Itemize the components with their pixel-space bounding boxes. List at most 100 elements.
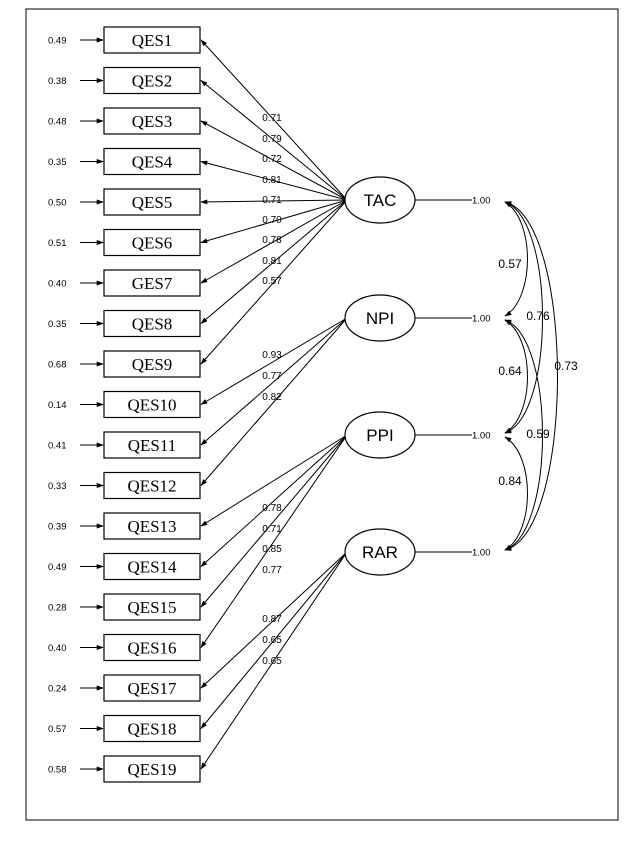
error-variance-label: 0.14 <box>48 400 67 411</box>
correlation-arc <box>504 201 558 551</box>
loading-label: 0.77 <box>262 565 282 576</box>
loading-label: 0.70 <box>262 215 282 226</box>
error-variance-label: 0.40 <box>48 643 67 654</box>
item-label: QES13 <box>127 517 176 536</box>
error-variance-label: 0.41 <box>48 441 67 452</box>
error-variance-label: 0.57 <box>48 724 67 735</box>
error-variance-label: 0.35 <box>48 157 67 168</box>
loading-label: 0.71 <box>262 195 282 206</box>
error-variance-label: 0.39 <box>48 522 67 533</box>
error-variance-label: 0.49 <box>48 562 67 573</box>
correlation-arc <box>504 319 528 434</box>
item-label: QES3 <box>132 112 173 131</box>
factor-label: PPI <box>366 426 393 445</box>
factor-variance-label: 1.00 <box>472 314 491 325</box>
nodes-layer <box>103 26 416 783</box>
error-variance-label: 0.48 <box>48 117 67 128</box>
loading-label: 0.87 <box>262 614 282 625</box>
loading-path <box>200 551 348 730</box>
paths-layer <box>80 37 558 772</box>
factor-label: TAC <box>364 191 397 210</box>
error-variance-label: 0.51 <box>48 238 67 249</box>
correlation-label: 0.76 <box>526 309 550 323</box>
loading-label: 0.71 <box>262 524 282 535</box>
diagram-frame <box>25 8 619 821</box>
error-variance-label: 0.38 <box>48 76 67 87</box>
item-label: QES11 <box>128 436 177 455</box>
loading-path <box>200 434 348 527</box>
item-label: QES16 <box>127 639 176 658</box>
item-box <box>103 309 201 338</box>
item-box <box>103 755 201 783</box>
error-variance-label: 0.35 <box>48 319 67 330</box>
item-label: QES5 <box>132 193 173 212</box>
loading-label: 0.78 <box>262 503 282 514</box>
item-box <box>103 512 201 540</box>
loading-path <box>200 317 348 405</box>
loading-label: 0.57 <box>262 276 282 287</box>
loading-label: 0.65 <box>262 656 282 667</box>
item-box <box>103 26 201 54</box>
loading-path <box>200 120 348 201</box>
correlation-label: 0.57 <box>498 257 522 271</box>
factor-ellipse <box>344 528 416 576</box>
loading-path <box>200 434 348 649</box>
item-label: QES4 <box>132 153 173 172</box>
loading-path <box>200 80 348 201</box>
item-label: GES7 <box>132 274 173 293</box>
error-variance-label: 0.28 <box>48 603 67 614</box>
item-label: QES10 <box>127 396 176 415</box>
loading-path <box>200 39 348 201</box>
loading-path <box>200 434 348 608</box>
item-label: QES6 <box>132 234 173 253</box>
item-box <box>103 107 201 135</box>
item-box <box>103 66 201 95</box>
loading-label: 0.77 <box>262 371 282 382</box>
item-label: QES12 <box>127 477 176 496</box>
correlation-arc <box>504 319 543 551</box>
correlation-arc <box>504 201 543 434</box>
item-box <box>103 431 201 459</box>
error-variance-label: 0.58 <box>48 765 67 776</box>
factor-ellipse <box>344 176 416 224</box>
item-label: QES9 <box>132 355 173 374</box>
loading-path <box>200 551 348 770</box>
correlation-arc <box>504 436 528 551</box>
item-label: QES14 <box>127 558 177 577</box>
loading-path <box>200 317 348 446</box>
item-box <box>103 471 201 500</box>
loading-label: 0.81 <box>262 175 282 186</box>
correlation-label: 0.73 <box>554 359 578 373</box>
loading-label: 0.93 <box>262 350 282 361</box>
error-variance-label: 0.68 <box>48 360 67 371</box>
loading-path <box>200 199 348 324</box>
item-label: QES19 <box>127 760 176 779</box>
item-box <box>103 188 201 216</box>
loading-path <box>200 199 348 284</box>
loading-path <box>200 160 348 201</box>
item-box <box>103 552 201 581</box>
loading-label: 0.79 <box>262 134 282 145</box>
loading-label: 0.85 <box>262 544 282 555</box>
error-variance-label: 0.49 <box>48 36 67 47</box>
item-box <box>103 633 201 662</box>
item-label: QES1 <box>132 31 173 50</box>
factor-variance-label: 1.00 <box>472 548 491 559</box>
item-box <box>103 714 201 743</box>
item-label: QES15 <box>127 598 176 617</box>
error-variance-label: 0.33 <box>48 481 67 492</box>
item-box <box>103 228 201 257</box>
item-box <box>103 147 201 176</box>
correlation-arc <box>504 201 528 317</box>
factor-variance-label: 1.00 <box>472 431 491 442</box>
loading-label: 0.78 <box>262 235 282 246</box>
loading-label: 0.71 <box>262 113 282 124</box>
correlation-label: 0.84 <box>498 474 522 488</box>
item-box <box>103 593 201 621</box>
item-box <box>103 390 201 419</box>
item-box <box>103 674 201 702</box>
loading-path <box>200 199 348 365</box>
item-label: QES2 <box>132 72 173 91</box>
error-variance-label: 0.40 <box>48 279 67 290</box>
